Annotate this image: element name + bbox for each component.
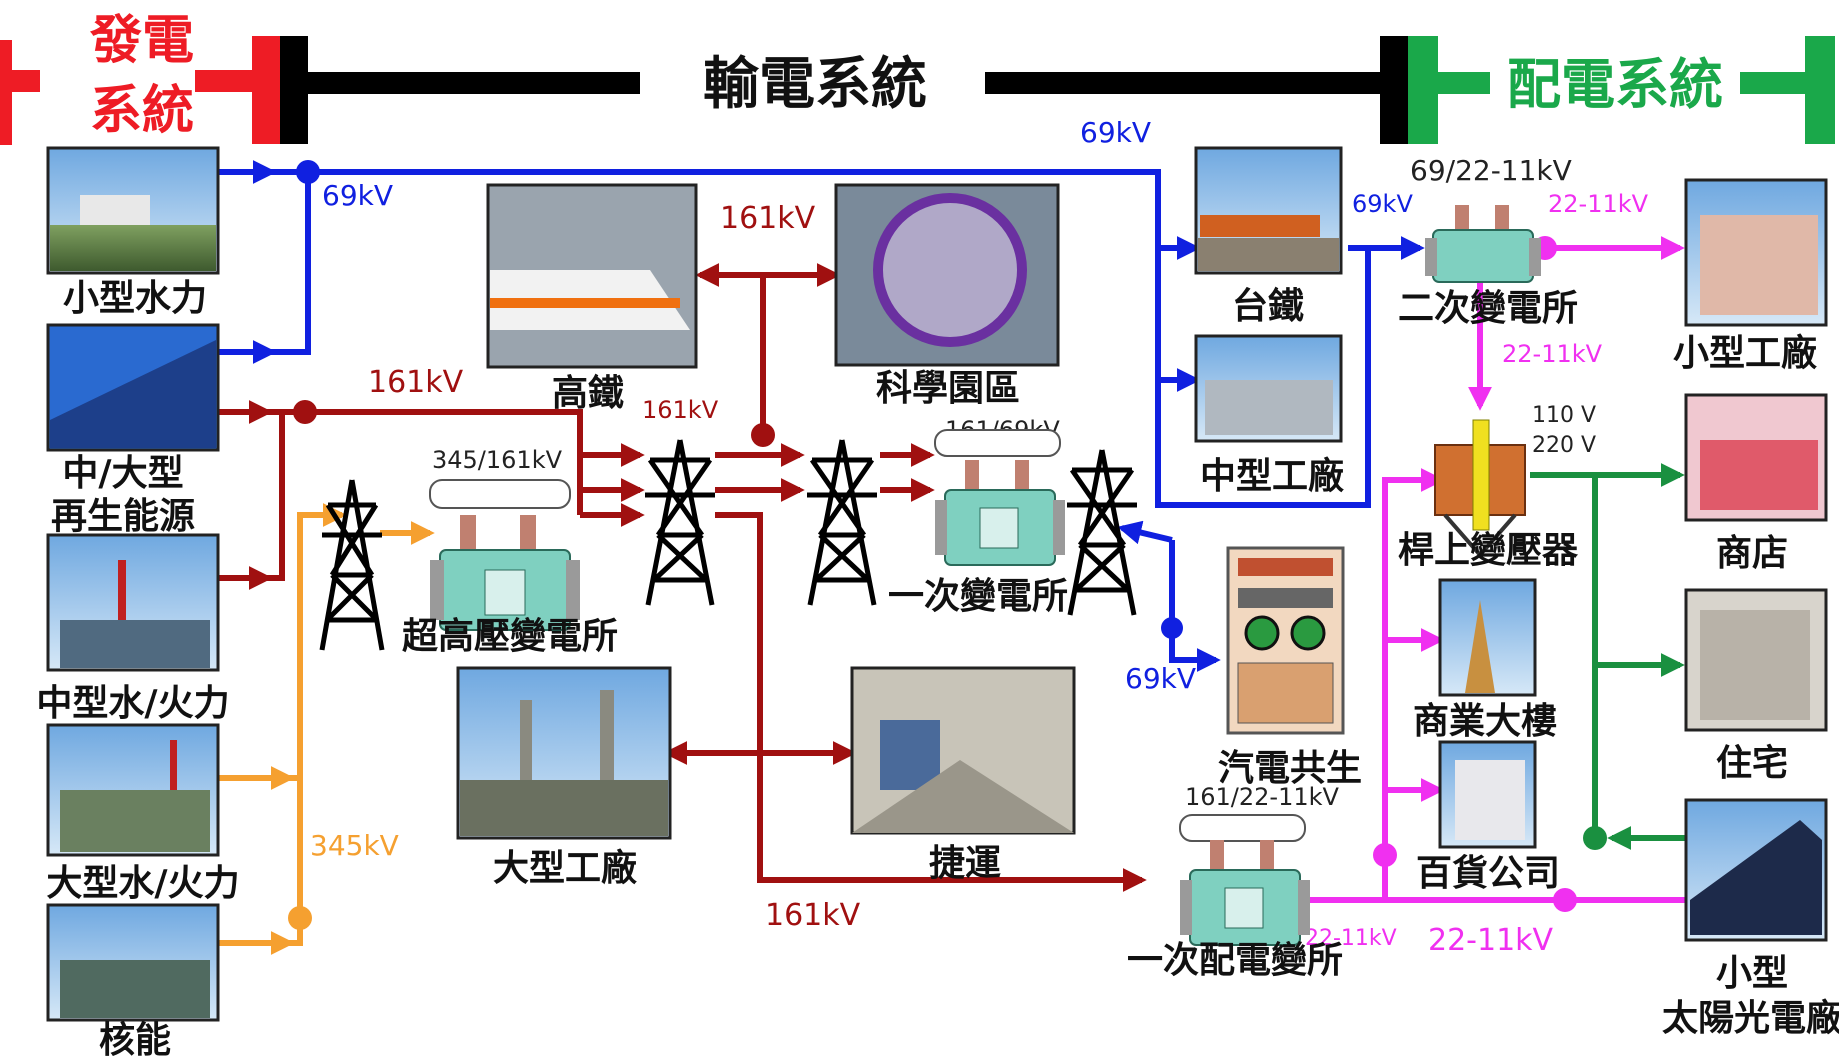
distribution-title: 配電系統: [1507, 53, 1723, 116]
renewable-label-line1: 中/大型: [62, 453, 183, 494]
solar-label-line1: 小型: [1716, 953, 1788, 994]
photo-large-thermal: [46, 723, 220, 857]
voltage-label: 345/161kV: [432, 446, 563, 474]
voltage-label: 69kV: [1080, 116, 1151, 149]
transmission-tower-icon: [645, 439, 715, 606]
lines-69kv: [218, 160, 1425, 672]
voltage-label: 22-11kV: [1305, 926, 1397, 951]
transmission-tower-icon: [319, 479, 385, 651]
secondary-substation-label: 二次變電所: [1398, 288, 1578, 329]
residence-label: 住宅: [1716, 742, 1788, 784]
photo-hsr: [486, 183, 698, 369]
generation-title-line2: 系統: [90, 81, 194, 141]
junction-node: [1553, 888, 1577, 912]
voltage-label: 220 V: [1532, 433, 1596, 458]
photo-science-park: [834, 183, 1060, 367]
photo-medium-factory: [1194, 334, 1343, 443]
voltage-label: 69kV: [1352, 190, 1413, 218]
photo-tra: [1194, 146, 1343, 275]
junction-node: [293, 400, 317, 424]
photo-small-factory: [1684, 178, 1828, 327]
voltage-label: 22-11kV: [1548, 190, 1649, 218]
voltage-label: 161/22-11kV: [1185, 783, 1340, 811]
voltage-label: 161kV: [368, 365, 464, 400]
photo-medium-thermal: [46, 533, 220, 672]
voltage-label: 161kV: [720, 201, 816, 236]
solar-label-line2: 太陽光電廠: [1662, 997, 1839, 1039]
lines-distribution: [1300, 236, 1690, 903]
voltage-label: 345kV: [310, 829, 399, 862]
photo-shop: [1684, 393, 1828, 522]
large-factory-label: 大型工廠: [493, 847, 637, 889]
renewable-label-line2: 再生能源: [51, 496, 195, 537]
ehv-substation-label: 超高壓變電所: [402, 616, 618, 657]
junction-node: [296, 160, 320, 184]
photo-renewable: [46, 323, 220, 452]
photo-small-hydro: [46, 146, 220, 275]
large-thermal-label: 大型水/火力: [46, 863, 239, 904]
voltage-label: 22-11kV: [1428, 923, 1554, 958]
ehv-transformer-icon: [429, 479, 580, 631]
transmission-tower-icon: [1067, 449, 1137, 616]
distribution-transformer-icon: [1179, 814, 1310, 946]
cogeneration-plant-icon: [1226, 546, 1345, 735]
primary-transformer-icon: [934, 429, 1065, 566]
photo-solar: [1684, 798, 1828, 942]
lines-low-voltage: [1530, 463, 1690, 850]
tra-label: 台鐵: [1232, 286, 1304, 327]
voltage-label: 161kV: [642, 396, 719, 424]
photo-department-store: [1438, 740, 1537, 849]
photo-commercial-building: [1438, 578, 1537, 697]
voltage-label: 110 V: [1532, 403, 1596, 428]
photo-residence: [1684, 588, 1828, 732]
small-hydro-label: 小型水力: [63, 278, 207, 319]
mrt-label: 捷運: [929, 843, 1001, 884]
generation-title-line1: 發電: [89, 11, 194, 71]
commercial-building-label: 商業大樓: [1413, 701, 1557, 742]
voltage-label: 69kV: [1125, 662, 1196, 695]
department-store-label: 百貨公司: [1416, 853, 1560, 894]
junction-node: [1161, 617, 1183, 639]
transmission-tower-icon: [807, 439, 877, 606]
small-factory-label: 小型工廠: [1673, 332, 1817, 374]
pole-transformer-icon: [1434, 419, 1526, 559]
medium-thermal-label: 中型水/火力: [36, 683, 229, 724]
secondary-transformer-icon: [1425, 205, 1541, 283]
junction-node: [1583, 826, 1607, 850]
nuclear-label: 核能: [99, 1020, 171, 1059]
primary-distribution-label: 一次配電變所: [1127, 940, 1343, 981]
medium-factory-label: 中型工廠: [1200, 455, 1344, 497]
lines-161kv: [218, 263, 1147, 892]
primary-substation-label: 一次變電所: [888, 576, 1068, 617]
voltage-label: 69/22-11kV: [1410, 154, 1572, 187]
shop-label: 商店: [1716, 533, 1788, 574]
voltage-label: 22-11kV: [1502, 340, 1603, 368]
transmission-title: 輸電系統: [703, 52, 927, 117]
voltage-label: 69kV: [322, 179, 393, 212]
hsr-label: 高鐵: [552, 373, 624, 414]
junction-node: [288, 906, 312, 930]
header-bar: 發電 系統 輸電系統 配電系統: [0, 11, 1835, 145]
cogeneration-label: 汽電共生: [1218, 748, 1362, 789]
junction-node: [751, 423, 775, 447]
facility-labels: 小型水力 中/大型 再生能源 中型水/火力 大型水/火力 核能 高鐵 科學園區 …: [36, 278, 1839, 1059]
junction-node: [1373, 843, 1397, 867]
voltage-label: 161kV: [765, 898, 861, 933]
photo-mrt: [850, 666, 1076, 835]
pole-transformer-label: 桿上變壓器: [1398, 530, 1579, 571]
photo-nuclear: [46, 903, 220, 1022]
science-park-label: 科學園區: [876, 368, 1020, 409]
photo-large-factory: [456, 666, 672, 840]
